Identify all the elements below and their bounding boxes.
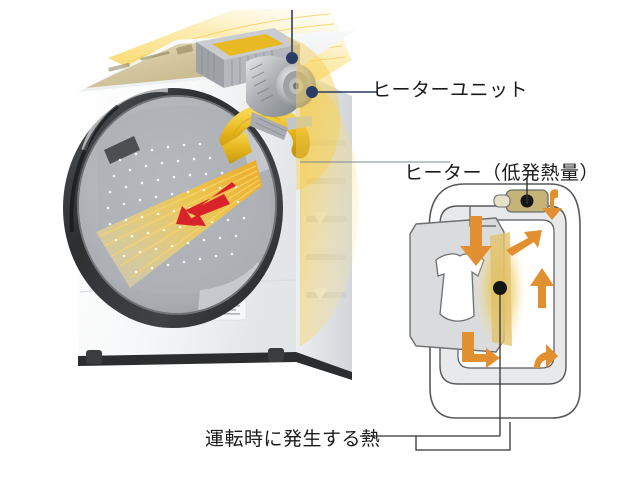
arrow-inlet-down: [460, 216, 492, 266]
heater-element: [212, 34, 284, 56]
operating-heat-leader: [360, 408, 511, 451]
drum-interior: [79, 97, 275, 313]
heater-unit-leader-horizontal: [306, 86, 378, 98]
label-heater-unit: ヒーターユニット: [372, 79, 529, 101]
arrow-drum-exit: [506, 230, 542, 256]
airflow-schematic: [409, 183, 581, 419]
arrow-top-return: [542, 189, 562, 220]
heater-unit-assembly: [196, 28, 316, 164]
machine-to-schematic-link: [300, 161, 450, 163]
arrow-bottom-left: [462, 332, 500, 368]
heater-label-leader: [526, 178, 528, 204]
arrow-right-duct-up: [530, 268, 554, 308]
arrow-bottom-right: [534, 344, 558, 368]
heater-glow: [286, 36, 340, 190]
label-heater-low-heat: ヒーター（低発熱量）: [404, 162, 600, 184]
washer-illustration: [63, 8, 359, 380]
blower-callout-dot: [306, 86, 318, 98]
schematic-machine-outline: [428, 183, 581, 419]
heater-element-callout-dot: [286, 52, 298, 64]
blower-housing: [246, 55, 316, 117]
label-operating-heat: 運転時に発生する熱: [205, 428, 381, 450]
heater-unit-leader-vertical: [286, 10, 298, 64]
side-airflow-glow: [300, 74, 359, 346]
airflow-direction-arrow: [176, 182, 236, 226]
operating-heat-callout-dot: [493, 281, 507, 295]
